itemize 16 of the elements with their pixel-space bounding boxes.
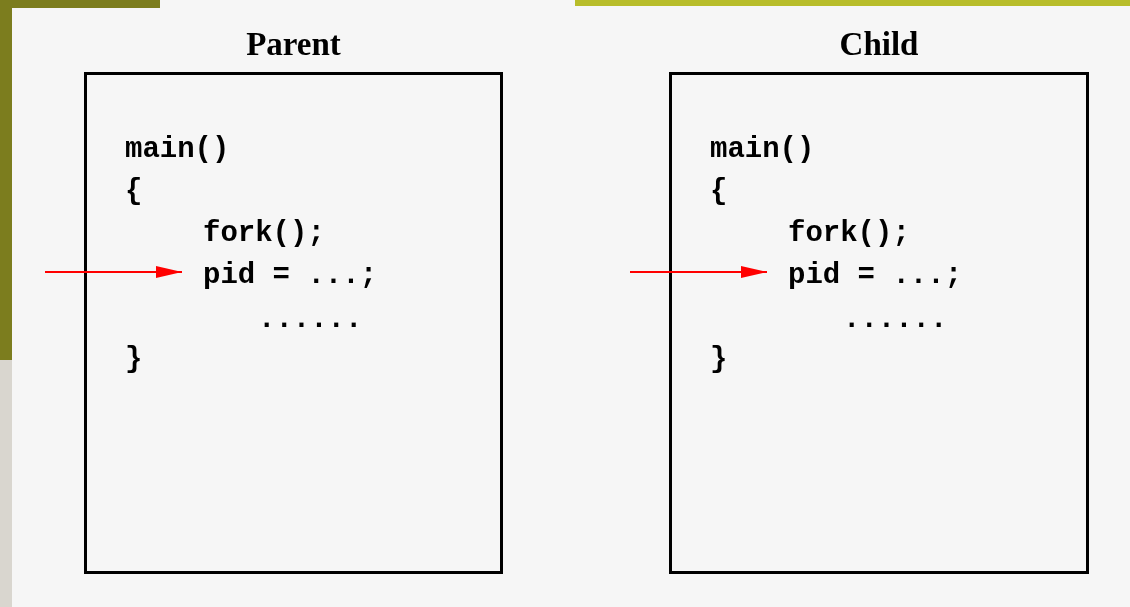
box-heading: Parent — [245, 28, 342, 61]
code-line: ...... — [258, 305, 363, 334]
arrow — [629, 266, 768, 278]
code-line: main() — [125, 135, 230, 164]
code-line: ...... — [843, 305, 948, 334]
code-line: } — [710, 345, 728, 374]
code-line: pid = ...; — [788, 261, 963, 290]
code-line: { — [710, 177, 728, 206]
code-line: { — [125, 177, 143, 206]
code-line: pid = ...; — [203, 261, 378, 290]
code-line: fork(); — [788, 219, 910, 248]
code-line: fork(); — [203, 219, 325, 248]
code-line: main() — [710, 135, 815, 164]
box-heading: Child — [838, 28, 920, 61]
code-line: } — [125, 345, 143, 374]
arrow — [44, 266, 183, 278]
